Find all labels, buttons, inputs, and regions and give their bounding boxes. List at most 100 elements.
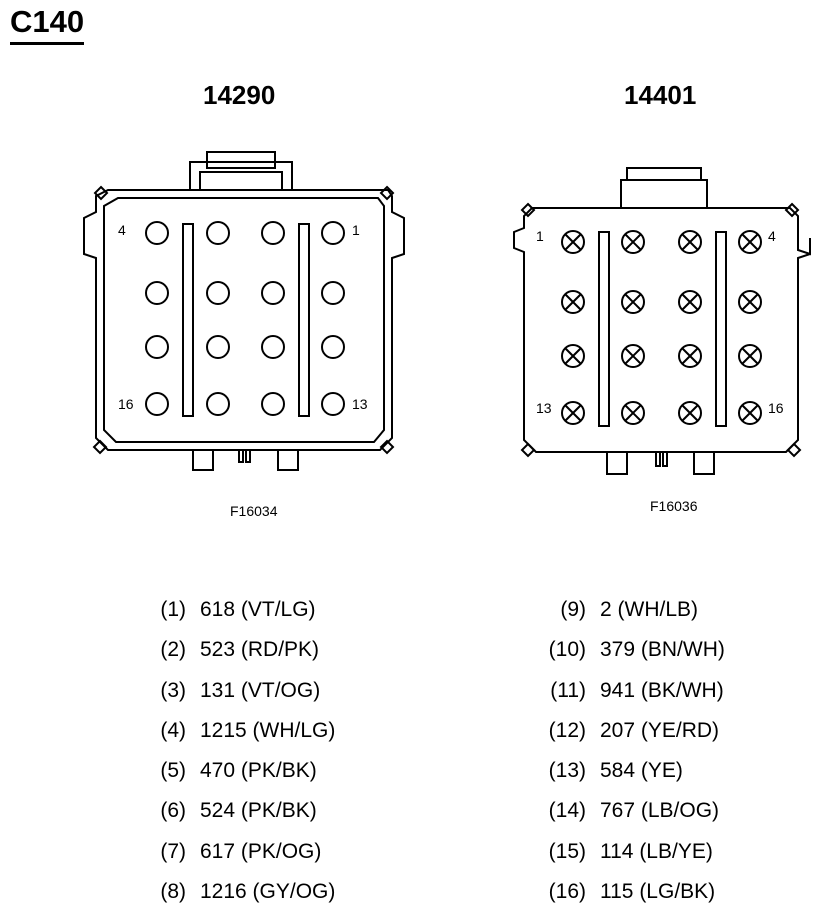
corner-label: 16 bbox=[118, 396, 134, 412]
key-bar bbox=[182, 223, 194, 417]
pin-cavity bbox=[561, 230, 585, 254]
pin-circuit: 207 (YE/RD) bbox=[600, 718, 720, 742]
bottom-pin bbox=[655, 451, 661, 467]
latch-tab bbox=[206, 151, 276, 169]
pin-row: (3) 131 (VT/OG) bbox=[146, 675, 335, 715]
pin-cavity bbox=[145, 221, 169, 245]
bottom-pin bbox=[238, 449, 244, 463]
connector-14290-face bbox=[83, 151, 405, 471]
pin-row: (14) 767 (LB/OG) bbox=[500, 795, 725, 835]
pin-circuit: 470 (PK/BK) bbox=[200, 759, 317, 783]
housing-outline bbox=[513, 207, 811, 453]
latch-tab bbox=[626, 167, 702, 181]
pin-number: (14) bbox=[548, 799, 586, 823]
bottom-tab bbox=[693, 451, 715, 475]
corner-nub bbox=[92, 439, 108, 455]
pin-cavity bbox=[738, 401, 762, 425]
pin-number: (15) bbox=[548, 839, 586, 863]
pin-number: (3) bbox=[160, 678, 186, 702]
pin-cavity bbox=[145, 392, 169, 416]
latch-inner bbox=[199, 171, 283, 190]
corner-nub bbox=[379, 439, 395, 455]
pin-row: (6) 524 (PK/BK) bbox=[146, 795, 335, 835]
pin-number: (13) bbox=[548, 759, 586, 783]
pin-row: (8)1216 (GY/OG) bbox=[146, 876, 335, 916]
corner-nub bbox=[786, 442, 802, 458]
pin-number: (16) bbox=[548, 880, 586, 904]
pin-circuit: 523 (RD/PK) bbox=[200, 638, 320, 662]
pin-circuit: 115 (LG/BK) bbox=[600, 880, 716, 904]
page-title: C140 bbox=[10, 4, 85, 45]
pin-cavity bbox=[738, 290, 762, 314]
pin-list-left: (1)618 (VT/LG) (2)523 (RD/PK) (3)131 (VT… bbox=[146, 594, 335, 916]
pin-cavity bbox=[738, 230, 762, 254]
corner-nub bbox=[520, 202, 536, 218]
pin-cavity bbox=[206, 335, 230, 359]
pin-row: (9) 2 (WH/LB) bbox=[500, 594, 725, 634]
pin-cavity bbox=[621, 290, 645, 314]
pin-number: (8) bbox=[160, 880, 186, 904]
pin-cavity bbox=[321, 221, 345, 245]
pin-cavity bbox=[678, 290, 702, 314]
pin-cavity bbox=[678, 230, 702, 254]
pin-cavity bbox=[206, 392, 230, 416]
connector-14290-title: 14290 bbox=[203, 80, 276, 110]
pin-cavity bbox=[321, 392, 345, 416]
pin-row: (15)114 (LB/YE) bbox=[500, 836, 725, 876]
pin-cavity bbox=[678, 344, 702, 368]
corner-label: 4 bbox=[118, 222, 126, 238]
pin-cavity bbox=[261, 335, 285, 359]
corner-label: 16 bbox=[768, 400, 784, 416]
pin-cavity bbox=[738, 344, 762, 368]
pin-circuit: 941 (BK/WH) bbox=[600, 678, 724, 702]
pin-row: (16) 115 (LG/BK) bbox=[500, 876, 725, 916]
pin-circuit: 1215 (WH/LG) bbox=[200, 718, 336, 742]
key-bar bbox=[598, 231, 610, 427]
corner-nub bbox=[784, 202, 800, 218]
corner-label: 13 bbox=[536, 400, 552, 416]
corner-label: 1 bbox=[536, 228, 544, 244]
pin-cavity bbox=[261, 281, 285, 305]
latch-frame bbox=[189, 161, 293, 190]
pin-number: (7) bbox=[160, 839, 186, 863]
bottom-tab bbox=[192, 449, 214, 471]
pin-cavity bbox=[621, 344, 645, 368]
corner-nub bbox=[379, 185, 395, 201]
pin-list-right: (9)2 (WH/LB) (10)379 (BN/WH) (11)941 (BK… bbox=[500, 594, 725, 916]
pin-cavity bbox=[145, 281, 169, 305]
pin-cavity bbox=[678, 401, 702, 425]
key-bar bbox=[715, 231, 727, 427]
pin-circuit: 2 (WH/LB) bbox=[600, 598, 699, 621]
crossed-pin-grid bbox=[561, 230, 762, 425]
pin-circuit: 131 (VT/OG) bbox=[200, 678, 321, 702]
pin-circuit: 618 (VT/LG) bbox=[200, 598, 316, 621]
pin-circuit: 524 (PK/BK) bbox=[200, 799, 317, 823]
pin-row: (12)207 (YE/RD) bbox=[500, 715, 725, 755]
pin-circuit: 617 (PK/OG) bbox=[200, 839, 322, 863]
corner-nub bbox=[93, 185, 109, 201]
figure-code-14290: F16034 bbox=[230, 503, 278, 519]
pin-number: (2) bbox=[160, 638, 186, 662]
latch-frame bbox=[620, 179, 708, 209]
pin-cavity bbox=[621, 230, 645, 254]
pin-row: (5)470 (PK/BK) bbox=[146, 755, 335, 795]
housing-outline bbox=[83, 189, 405, 451]
pin-row: (7) 617 (PK/OG) bbox=[146, 836, 335, 876]
corner-label: 4 bbox=[768, 228, 776, 244]
corner-label: 13 bbox=[352, 396, 368, 412]
bottom-tab bbox=[606, 451, 628, 475]
pin-cavity bbox=[145, 335, 169, 359]
pin-circuit: 379 (BN/WH) bbox=[600, 638, 725, 662]
pin-circuit: 584 (YE) bbox=[600, 759, 683, 783]
pin-number: (4) bbox=[160, 718, 186, 742]
pin-number: (9) bbox=[560, 598, 586, 621]
pin-cavity bbox=[621, 401, 645, 425]
pin-cavity bbox=[321, 335, 345, 359]
bottom-pin bbox=[245, 449, 251, 463]
pin-number: (6) bbox=[160, 799, 186, 823]
key-bar bbox=[298, 223, 310, 417]
pin-cavity bbox=[261, 221, 285, 245]
pin-grid bbox=[145, 221, 345, 416]
bottom-tab bbox=[277, 449, 299, 471]
pin-circuit: 767 (LB/OG) bbox=[600, 799, 720, 823]
